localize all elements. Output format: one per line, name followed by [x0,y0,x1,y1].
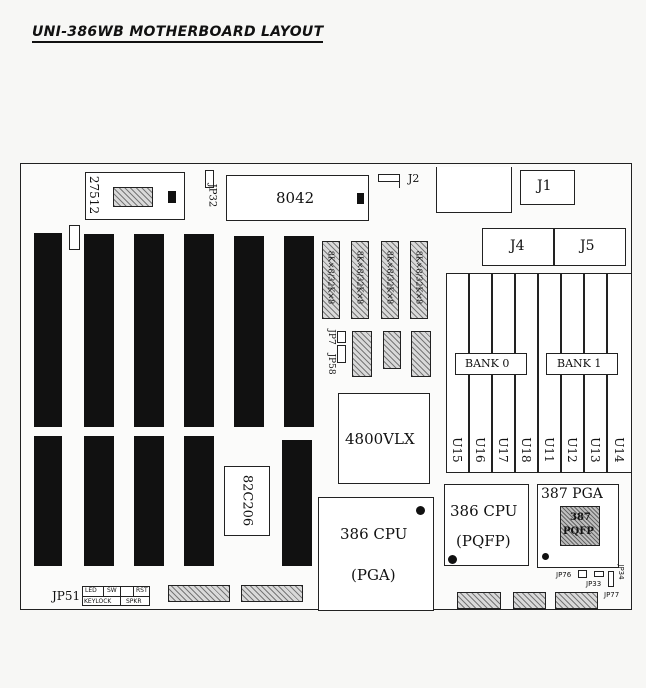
jp51-divider [82,596,150,597]
jp7-jumper [337,331,346,343]
bottom-connector-5 [555,592,598,609]
cache-sram-3 [381,241,399,319]
fpu-pqfp-line2: PQFP [563,526,594,537]
j5-label: J5 [580,238,595,254]
u18-label: U18 [519,437,533,463]
cache-sram-4-label: 8K×8/32K×8 [414,250,424,305]
jp34-label: JP34 [617,564,625,580]
cpu-pqfp-pin1 [448,555,457,564]
cache-sram-1-label: 8K×8/32K×8 [326,250,336,305]
jp51-pin-rst: RST [136,587,148,594]
j1-connector [520,170,575,205]
bank1-label: BANK 1 [557,357,602,370]
isa-slot-1 [34,233,62,427]
tag-ram-3 [411,331,431,377]
isa-slot-3 [134,234,164,427]
page-title: UNI-386WB MOTHERBOARD LAYOUT [32,24,324,43]
rtc-82c206-label: 82C206 [239,474,255,527]
jp51-sep-2 [120,586,121,606]
isa-slot-5 [234,236,264,427]
cache-sram-2 [351,241,369,319]
isa-slot-1-lower [34,436,62,566]
u14-label: U14 [612,437,626,463]
cpu-pga-pin1 [416,506,425,515]
j2-connector [378,174,400,182]
u17-label: U17 [496,437,510,463]
jp33-label: JP33 [586,580,602,588]
jp58-label: JP58 [326,353,336,375]
u12-label: U12 [565,437,579,463]
jp32-jumper [205,170,214,188]
u15-label: U15 [450,437,464,463]
isa-slot-2 [84,234,114,427]
cache-sram-1 [322,241,340,319]
kbc-notch [357,193,364,204]
u11-label: U11 [542,437,556,463]
jp51-sep-3 [133,586,134,596]
jp76-jumper [578,570,587,578]
cpu-pqfp [444,484,529,566]
jp7-label: JP7 [326,329,336,345]
isa-slot-3-lower [134,436,164,566]
cache-sram-3-label: 8K×8/32K×8 [385,250,395,305]
fpu-pqfp-chip [560,506,600,546]
slot-jumper [69,225,80,250]
cpu-pqfp-line2: (PQFP) [456,532,511,550]
isa-slot-6-lower [282,440,312,566]
cpu-pga-socket [318,497,434,611]
j5-connector [554,228,626,266]
j2-label: J2 [408,172,420,185]
bottom-connector-1 [168,585,230,602]
cache-sram-2-label: 8K×8/32K×8 [355,250,365,305]
cache-sram-4 [410,241,428,319]
fpu-pin1 [542,553,549,560]
chipset-4800vlx [338,393,430,484]
j4-label: J4 [510,238,525,254]
jp51-sep-1 [103,586,104,596]
bank0-label: BANK 0 [465,357,510,370]
cpu-pqfp-line1: 386 CPU [450,502,518,520]
eprom-chip [113,187,153,207]
fpu-pqfp-line1: 387 [570,512,591,523]
isa-slot-4 [184,234,214,427]
kbc-8042-socket [226,175,369,221]
j2-pin-line [399,182,400,188]
fpu-pga-label: 387 PGA [541,486,603,502]
chipset-label: 4800VLX [345,430,415,448]
tag-ram-1 [352,331,372,377]
jp77-label: JP77 [604,591,620,599]
isa-slot-2-lower [84,436,114,566]
jp34-jumper [608,571,614,587]
jp51-pin-led: LED [85,587,97,594]
cpu-pga-line1: 386 CPU [340,525,408,543]
eprom-notch [168,191,176,203]
eprom-label: 27512 [87,175,101,215]
isa-slot-6 [284,236,314,427]
jp32-label: JP32 [206,183,218,208]
jp51-pin-keylock: KEYLOCK [84,598,112,605]
bottom-connector-2 [241,585,303,602]
power-connector-outline [436,167,512,213]
jp51-label: JP51 [52,589,81,603]
bottom-connector-4 [513,592,546,609]
u13-label: U13 [588,437,602,463]
j1-label: J1 [537,178,552,194]
jp76-label: JP76 [556,571,572,579]
u16-label: U16 [473,437,487,463]
isa-slot-4-lower [184,436,214,566]
rtc-82c206 [224,466,270,536]
tag-ram-2 [383,331,401,369]
cpu-pga-line2: (PGA) [351,566,396,584]
jp58-jumper [337,345,346,363]
kbc-8042-label: 8042 [276,189,315,207]
bank1-label-box [546,353,618,375]
j4-connector [482,228,554,266]
bank0-label-box [455,353,527,375]
jp51-pin-spkr: SPKR [126,598,142,605]
bottom-connector-3 [457,592,501,609]
jp33-jumper [594,571,604,577]
jp51-pin-sw: SW [107,587,117,594]
